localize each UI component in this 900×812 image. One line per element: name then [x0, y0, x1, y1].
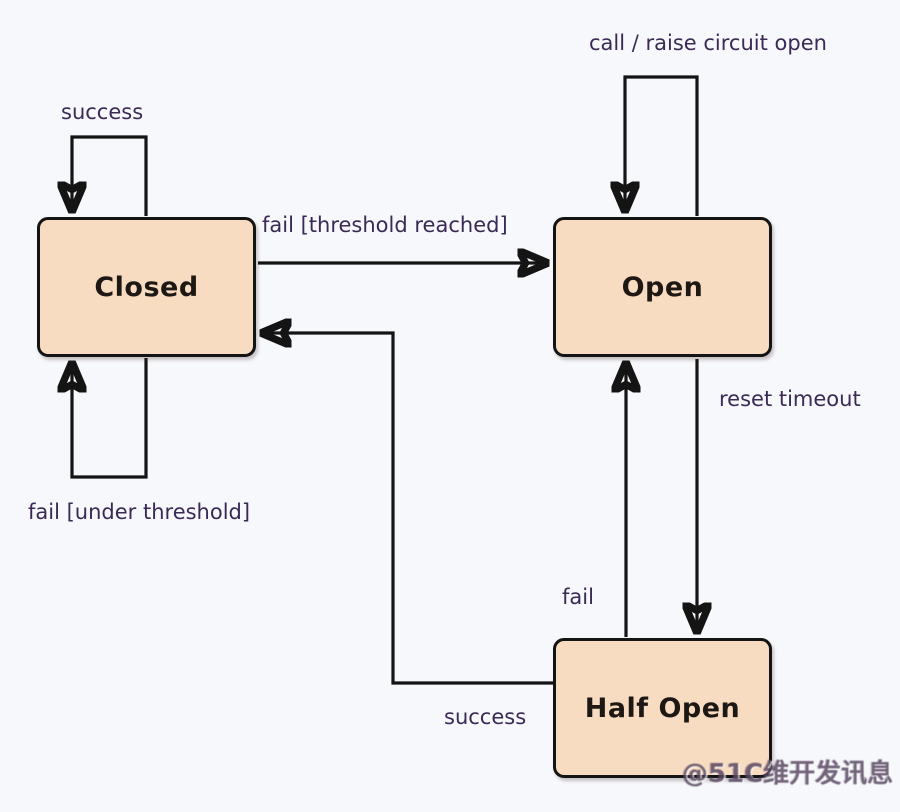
edge-closed-self-success	[72, 135, 148, 216]
edge-halfopen-to-closed	[264, 333, 553, 685]
label-halfopen-to-closed: success	[444, 705, 527, 729]
watermark: @51C维开发讯息	[682, 759, 894, 789]
label-closed-to-open: fail [threshold reached]	[262, 213, 508, 237]
state-closed: Closed	[37, 217, 256, 357]
label-open-to-halfopen: reset timeout	[719, 387, 861, 411]
label-open-self-call: call / raise circuit open	[589, 31, 827, 55]
edge-open-self-call	[625, 75, 699, 216]
state-open: Open	[553, 217, 772, 357]
label-closed-self-fail: fail [under threshold]	[28, 500, 251, 524]
state-half-open-label: Half Open	[584, 692, 741, 724]
label-closed-self-success: success	[61, 100, 144, 124]
state-open-label: Open	[621, 271, 704, 303]
label-halfopen-to-open: fail	[562, 585, 594, 609]
state-closed-label: Closed	[94, 271, 199, 303]
edge-closed-self-fail	[72, 358, 148, 479]
state-half-open: Half Open	[553, 638, 772, 778]
